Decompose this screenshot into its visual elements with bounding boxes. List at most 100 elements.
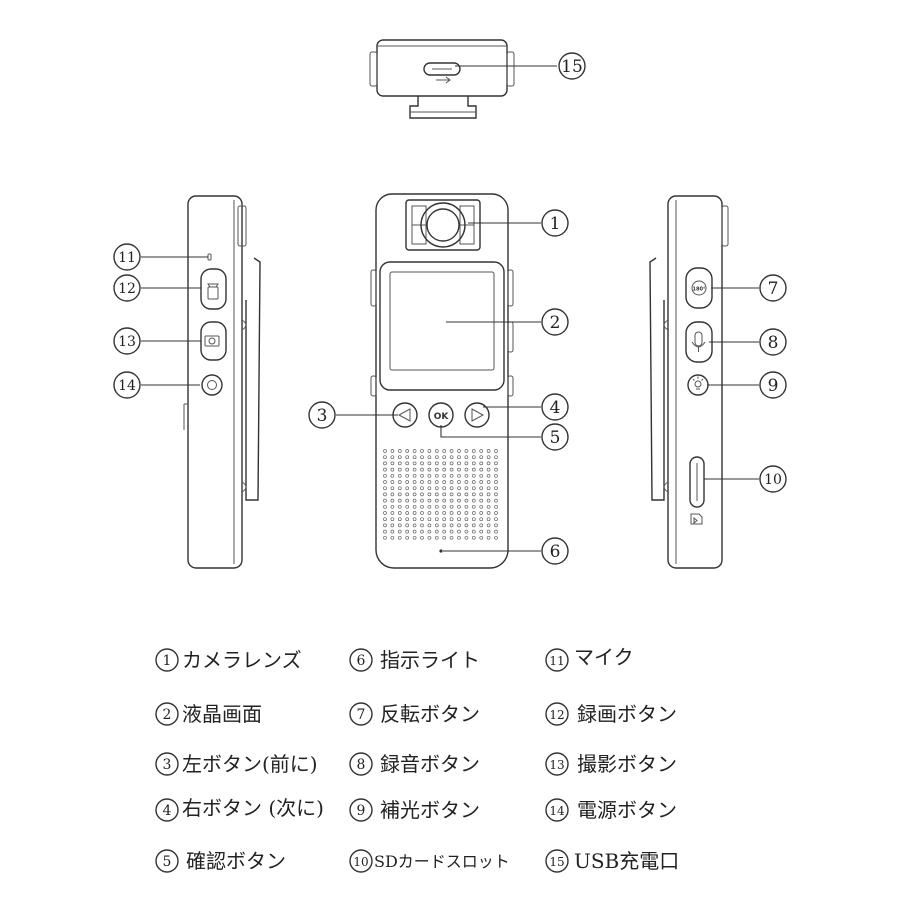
legend-item-12: 12 録画ボタン xyxy=(545,702,677,726)
callout-8: 8 xyxy=(759,328,787,356)
callout-number: 7 xyxy=(768,279,779,299)
leader-lines xyxy=(141,65,759,552)
legend-item-1: 1 カメラレンズ xyxy=(155,648,302,672)
indicator-light xyxy=(439,549,443,553)
callout-number: 4 xyxy=(550,398,561,418)
legend-number: 12 xyxy=(549,708,564,722)
legend-number: 10 xyxy=(353,855,368,869)
legend-number: 9 xyxy=(357,803,366,819)
video-camera-icon xyxy=(207,283,219,300)
legend-item-14: 14 電源ボタン xyxy=(545,798,677,822)
legend-label: 右ボタン (次に) xyxy=(182,796,324,820)
mic-hole xyxy=(207,253,212,261)
legend-number: 2 xyxy=(163,707,172,723)
callout-number: 9 xyxy=(768,376,779,396)
right-side-view: 180° xyxy=(649,195,729,569)
callout-6: 6 xyxy=(541,537,569,565)
callout-11: 11 xyxy=(113,243,141,271)
callout-number: 10 xyxy=(764,472,782,488)
power-button[interactable] xyxy=(201,374,223,396)
callout-2: 2 xyxy=(541,308,569,336)
microphone-icon xyxy=(691,331,706,352)
ok-button[interactable]: OK xyxy=(428,402,454,428)
callout-13: 13 xyxy=(113,327,141,355)
legend-label: 録音ボタン xyxy=(380,752,480,776)
callout-number: 14 xyxy=(118,378,136,394)
right-button[interactable] xyxy=(464,402,490,428)
callout-7: 7 xyxy=(759,274,787,302)
legend-item-7: 7 反転ボタン xyxy=(349,702,480,726)
legend-number: 6 xyxy=(357,653,366,669)
legend-number: 15 xyxy=(549,855,564,869)
speaker-grille xyxy=(383,449,498,540)
callout-number: 11 xyxy=(118,250,136,266)
legend-number: 3 xyxy=(163,757,172,773)
legend-number: 1 xyxy=(163,653,172,669)
legend-number: 7 xyxy=(357,707,366,723)
legend-item-11: 11 マイク xyxy=(545,645,634,672)
legend-number: 5 xyxy=(163,854,172,870)
legend-item-4: 4 右ボタン (次に) xyxy=(155,796,324,822)
legend-number: 11 xyxy=(549,654,564,668)
callout-number: 8 xyxy=(768,333,779,353)
legend-item-10: 10 SDカードスロット xyxy=(349,849,510,873)
callout-number: 5 xyxy=(550,428,561,448)
legend-label: 左ボタン(前に) xyxy=(182,752,318,776)
ok-label: OK xyxy=(434,412,450,422)
legend-label: 電源ボタン xyxy=(577,798,677,822)
sd-card-icon xyxy=(690,513,703,525)
legend-number: 8 xyxy=(357,757,366,773)
legend-label: SDカードスロット xyxy=(374,852,510,871)
light-bulb-icon xyxy=(692,376,704,390)
legend-label: 指示ライト xyxy=(380,648,480,672)
record-button[interactable] xyxy=(200,268,227,310)
voice-record-button[interactable] xyxy=(685,321,713,363)
callout-5: 5 xyxy=(541,423,569,451)
legend-item-8: 8 録音ボタン xyxy=(349,752,480,776)
legend-label: 撮影ボタン xyxy=(577,752,677,776)
left-side-view xyxy=(183,195,261,569)
legend-number: 4 xyxy=(163,803,172,819)
callout-number: 3 xyxy=(317,406,328,426)
rotate-icon: 180° xyxy=(693,287,706,293)
legend-number: 14 xyxy=(549,804,565,818)
legend-item-5: 5 確認ボタン xyxy=(155,849,286,873)
callout-4: 4 xyxy=(541,393,569,421)
legend-label: 液晶画面 xyxy=(182,702,262,726)
legend-label: マイク xyxy=(574,645,634,669)
legend: 1 カメラレンズ 2 液晶画面 3 左ボタン(前に) 4 右ボタン (次に) 5… xyxy=(155,645,679,873)
legend-number: 13 xyxy=(549,758,564,772)
callout-10: 10 xyxy=(759,465,787,493)
callout-14: 14 xyxy=(113,371,141,399)
callout-9: 9 xyxy=(759,371,787,399)
callout-number: 2 xyxy=(550,313,561,333)
legend-label: 反転ボタン xyxy=(380,702,480,726)
callout-3: 3 xyxy=(308,401,336,429)
callout-12: 12 xyxy=(113,274,141,302)
lcd-screen xyxy=(379,261,505,391)
legend-item-9: 9 補光ボタン xyxy=(349,798,480,822)
camera-lens xyxy=(405,199,481,251)
callout-number: 6 xyxy=(550,542,561,562)
legend-item-13: 13 撮影ボタン xyxy=(545,752,677,776)
callout-number: 13 xyxy=(118,334,136,350)
callout-number: 1 xyxy=(550,214,561,234)
legend-item-3: 3 左ボタン(前に) xyxy=(155,752,318,776)
sd-card-slot[interactable] xyxy=(689,456,705,508)
usb-port-icon xyxy=(423,62,461,84)
callout-number: 15 xyxy=(561,57,583,77)
legend-label: 録画ボタン xyxy=(577,702,677,726)
legend-label: カメラレンズ xyxy=(182,648,302,672)
legend-item-6: 6 指示ライト xyxy=(349,648,480,672)
legend-label: 補光ボタン xyxy=(380,798,480,822)
top-view xyxy=(369,39,515,119)
legend-item-2: 2 液晶画面 xyxy=(155,702,262,726)
legend-label: 確認ボタン xyxy=(186,849,286,873)
camera-icon xyxy=(204,335,220,347)
legend-label: USB充電口 xyxy=(574,849,679,873)
callout-15: 15 xyxy=(558,52,586,80)
callout-number: 12 xyxy=(118,281,136,297)
callout-1: 1 xyxy=(541,209,569,237)
legend-item-15: 15 USB充電口 xyxy=(545,849,679,873)
